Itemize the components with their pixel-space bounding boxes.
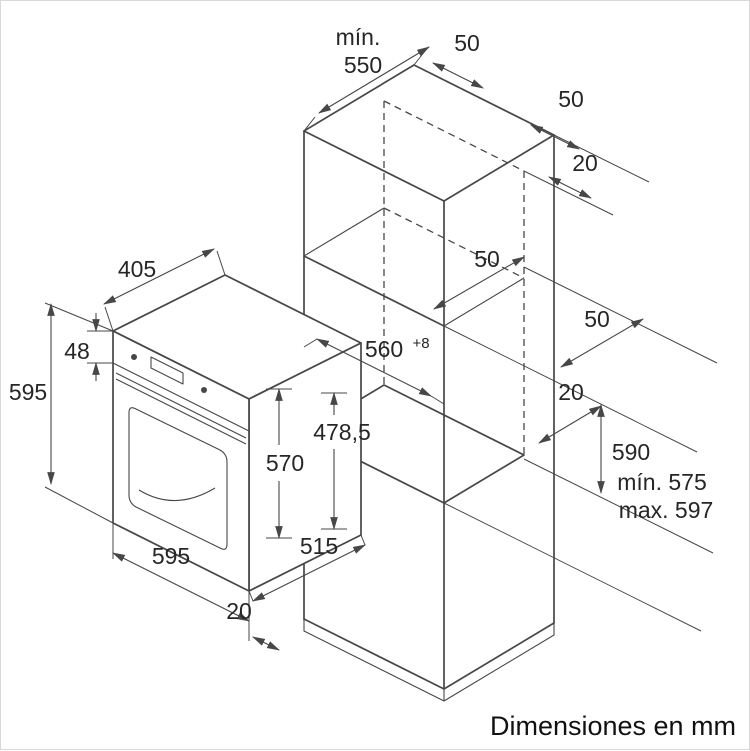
dim-line-515 — [252, 544, 366, 602]
label-50-top: 50 — [454, 30, 480, 56]
label-560: 560 — [365, 336, 403, 362]
right-knob — [201, 387, 207, 393]
dimension-lines — [47, 46, 644, 651]
label-20-bottom: 20 — [226, 598, 252, 624]
niche-top-front-edge — [303, 255, 445, 327]
label-50-mid-right: 50 — [584, 306, 610, 332]
label-50-upper-right: 50 — [558, 86, 584, 112]
dim-line-560 — [316, 338, 432, 397]
label-max-597: max. 597 — [619, 497, 714, 523]
hidden-shaft-edges — [383, 100, 525, 455]
dim-line-405 — [103, 248, 215, 305]
dim-line-50-upper-right — [530, 124, 580, 150]
units-note: Dimensiones en mm — [490, 711, 736, 741]
label-515: 515 — [300, 533, 338, 559]
label-20-mid-right: 20 — [558, 379, 584, 405]
cabinet-bottom-front-edge — [303, 618, 445, 690]
niche-left-wall-top-edge — [303, 207, 385, 257]
cabinet-plinth — [303, 619, 555, 702]
label-560-tolerance: +8 — [412, 335, 429, 352]
dim-line-20-mid-right — [538, 405, 602, 444]
dim-line-50-top — [432, 62, 484, 89]
dimension-labels: mín. 550 50 50 20 405 50 48 595 560 +8 5… — [9, 24, 713, 624]
label-595-left: 595 — [9, 379, 47, 405]
label-595-bottom: 595 — [152, 543, 190, 569]
shaft-top-hidden-edge — [383, 100, 525, 172]
niche-back-top-hidden-edge — [383, 207, 525, 279]
dim-line-50-mid-right — [560, 318, 644, 368]
dim-line-20-bottom — [252, 636, 280, 651]
niche-right-wall-top-edge — [443, 277, 525, 327]
label-20-upper-right: 20 — [572, 150, 598, 176]
label-48: 48 — [64, 338, 90, 364]
label-50-shaft: 50 — [474, 246, 500, 272]
dim-line-550 — [318, 46, 430, 114]
left-knob — [131, 354, 137, 360]
dim-line-595-bottom — [112, 552, 250, 622]
control-panel-bottom-edge — [112, 362, 250, 432]
dim-line-20-upper-right — [548, 176, 592, 199]
cabinet-bottom-side-edge — [443, 622, 555, 690]
label-478-5: 478,5 — [313, 419, 371, 445]
label-min-prefix: mín. — [336, 24, 381, 50]
door-glass-window — [128, 407, 228, 550]
label-570: 570 — [266, 450, 304, 476]
label-550: 550 — [344, 52, 382, 78]
label-405: 405 — [118, 256, 156, 282]
extension-lines — [44, 50, 718, 641]
display-window — [150, 356, 184, 385]
door-handle — [115, 372, 247, 445]
label-590: 590 — [612, 439, 650, 465]
cabinet-top-face — [303, 64, 555, 202]
door-glass-arc — [138, 487, 216, 502]
dim-line-50-shaft — [433, 256, 525, 310]
label-min-575: mín. 575 — [617, 469, 707, 495]
